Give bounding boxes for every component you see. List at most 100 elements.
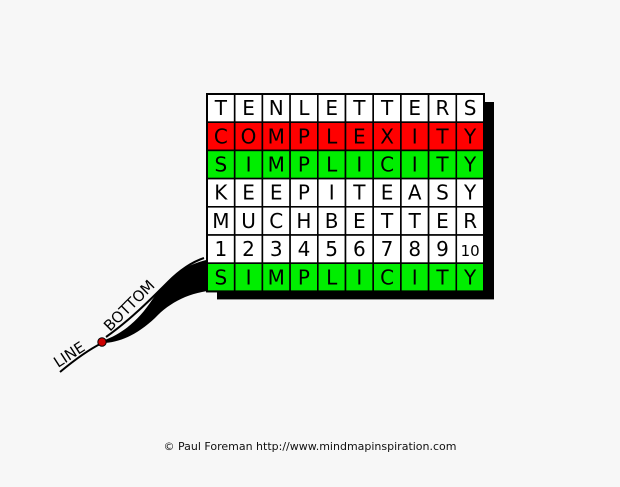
grid-cell	[400, 234, 430, 265]
grid-letter: T	[352, 96, 366, 120]
grid-letter: 1	[214, 237, 227, 261]
grid-letter: 7	[381, 237, 394, 261]
grid-letter: I	[329, 181, 335, 205]
grid-letter: S	[214, 265, 227, 289]
grid-letter: 9	[436, 237, 449, 261]
grid-letter: I	[412, 265, 418, 289]
branch-shape	[102, 258, 216, 343]
grid-letter: L	[326, 124, 338, 148]
grid-letter: L	[326, 265, 338, 289]
grid-letter: E	[270, 181, 283, 205]
grid-letter: I	[246, 153, 252, 177]
grid-cell	[289, 206, 319, 236]
grid-letter: I	[246, 265, 252, 289]
grid-cell	[316, 177, 347, 208]
grid-cell	[400, 177, 430, 208]
grid-letter: T	[380, 209, 394, 233]
grid-letter: P	[298, 265, 310, 289]
grid-letter: C	[269, 209, 283, 233]
grid-letter: T	[435, 265, 449, 289]
grid-letter: X	[380, 124, 394, 148]
grid-letter: T	[214, 96, 228, 120]
grid-cell	[261, 177, 291, 208]
grid-cell	[427, 234, 458, 265]
grid-cell	[289, 121, 319, 152]
grid-letter: T	[380, 96, 394, 120]
grid-letter: S	[214, 153, 227, 177]
grid-letter: Y	[463, 153, 477, 177]
grid-cell	[372, 234, 402, 265]
grid-letter: C	[380, 153, 394, 177]
grid-cell	[372, 206, 402, 236]
grid-letter: B	[325, 209, 339, 233]
grid-letter: 4	[298, 237, 311, 261]
bottom-word-underline	[105, 257, 205, 338]
grid-letter: E	[353, 124, 366, 148]
grid-letter: E	[242, 96, 255, 120]
grid-cell	[427, 121, 458, 152]
grid-cell	[344, 206, 375, 236]
grid-letter: 5	[325, 237, 338, 261]
grid-letter: E	[381, 181, 394, 205]
grid-letter: 6	[353, 237, 366, 261]
grid-letter: L	[326, 153, 338, 177]
grid-letter: T	[352, 181, 366, 205]
grid-letter: A	[408, 181, 422, 205]
grid-letter: P	[298, 124, 310, 148]
grid-letter: M	[212, 209, 229, 233]
grid-letter: E	[242, 181, 255, 205]
grid-cell	[400, 121, 430, 152]
grid-letter: S	[436, 181, 449, 205]
grid-letter: P	[298, 153, 310, 177]
grid-letter: I	[356, 265, 362, 289]
grid-letter: K	[214, 181, 228, 205]
grid-letter: O	[241, 124, 257, 148]
grid-letter: C	[380, 265, 394, 289]
grid-letter: T	[435, 153, 449, 177]
grid-letter: T	[408, 209, 422, 233]
branch-node-dot	[97, 337, 107, 347]
grid-letter: Y	[463, 265, 477, 289]
grid-letter: P	[298, 181, 310, 205]
grid-cell	[427, 177, 458, 208]
grid-letter: U	[241, 209, 256, 233]
grid-cell	[316, 149, 347, 180]
grid-cell	[261, 206, 291, 236]
grid-cell	[372, 121, 402, 152]
grid-letter: E	[436, 209, 449, 233]
grid-cell	[455, 177, 485, 208]
grid-letter: M	[268, 265, 285, 289]
grid-letter: I	[412, 153, 418, 177]
grid-letter: C	[214, 124, 228, 148]
copyright-footer: © Paul Foreman http://www.mindmapinspira…	[163, 440, 457, 453]
grid-letter: H	[296, 209, 311, 233]
grid-letter: 2	[242, 237, 255, 261]
grid-letter: N	[269, 96, 284, 120]
grid-letter: R	[435, 96, 449, 120]
grid-letter: I	[412, 124, 418, 148]
grid-cell	[261, 149, 291, 180]
grid-letter: 3	[270, 237, 283, 261]
grid-letter: E	[325, 96, 338, 120]
grid-letter: Y	[463, 181, 477, 205]
branch-word-line: LINE	[50, 338, 88, 371]
grid-letter: E	[408, 96, 421, 120]
grid-letter: E	[353, 209, 366, 233]
grid-cell	[289, 262, 319, 293]
grid-letter: M	[268, 153, 285, 177]
grid-letter: M	[268, 124, 285, 148]
grid-letter: 10	[461, 242, 480, 260]
grid-letter: R	[463, 209, 477, 233]
grid-letter: 8	[408, 237, 421, 261]
grid-cell	[316, 234, 347, 265]
grid-letter: S	[464, 96, 477, 120]
grid-letter: Y	[463, 124, 477, 148]
grid-letter: L	[298, 96, 310, 120]
grid-cell	[427, 206, 458, 236]
grid-cell	[455, 121, 485, 152]
grid-border	[206, 93, 485, 293]
grid-letter: T	[435, 124, 449, 148]
grid-letter: I	[356, 153, 362, 177]
